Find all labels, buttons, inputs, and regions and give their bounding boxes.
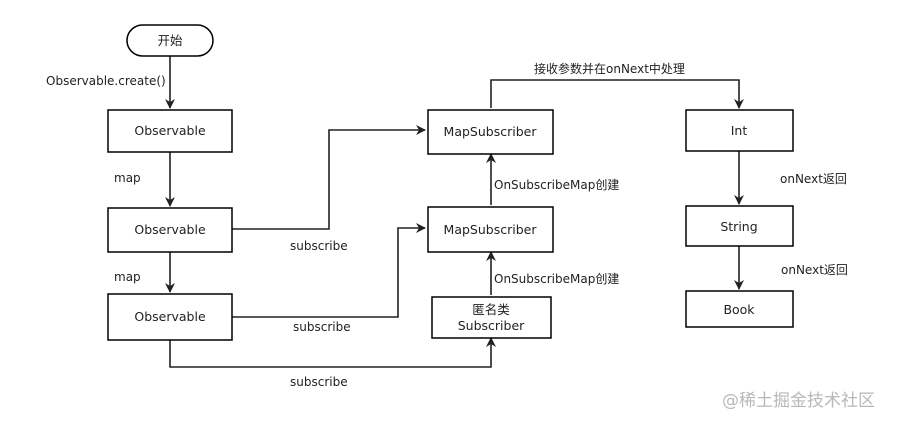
node-observable-1-label: Observable [134,123,206,138]
label-subscribe-2: subscribe [293,320,351,334]
label-onnext-return-1: onNext返回 [780,172,847,186]
watermark: @稀土掘金技术社区 [722,391,875,411]
node-mapsubscriber-1: MapSubscriber [427,109,554,155]
node-mapsubscriber-1-label: MapSubscriber [444,124,538,139]
node-string-label: String [720,219,757,234]
edge-obs3-to-ms2 [232,223,426,318]
label-onsubscribemap-2: OnSubscribeMap创建 [494,272,619,286]
node-string: String [685,205,794,247]
label-map-1: map [114,171,141,185]
node-int: Int [685,109,794,152]
node-book-label: Book [723,302,755,317]
node-start: 开始 [126,24,214,57]
node-observable-2-label: Observable [134,222,206,237]
node-anonymous-subscriber-line2: Subscriber [458,318,525,333]
node-observable-1: Observable [107,109,233,153]
label-onnext-return-2: onNext返回 [781,263,848,277]
label-observable-create: Observable.create() [46,74,166,88]
node-start-label: 开始 [157,33,183,48]
label-subscribe-1: subscribe [290,239,348,253]
label-map-2: map [114,270,141,284]
label-receive-onnext: 接收参数并在onNext中处理 [534,61,685,76]
node-mapsubscriber-2: MapSubscriber [427,206,554,253]
node-anonymous-subscriber-line1: 匿名类 [472,302,510,317]
edge-obs3-to-anon [169,337,496,368]
node-observable-2: Observable [107,207,233,253]
node-anonymous-subscriber: 匿名类 Subscriber [431,296,552,339]
node-observable-3-label: Observable [134,309,206,324]
label-onsubscribemap-1: OnSubscribeMap创建 [494,178,619,192]
node-book: Book [685,290,794,328]
edge-ms1-to-int [490,79,744,109]
node-mapsubscriber-2-label: MapSubscriber [444,222,538,237]
edge-obs2-to-ms1 [232,125,426,230]
node-int-label: Int [731,123,748,138]
label-subscribe-3: subscribe [290,375,348,389]
node-observable-3: Observable [107,293,233,341]
